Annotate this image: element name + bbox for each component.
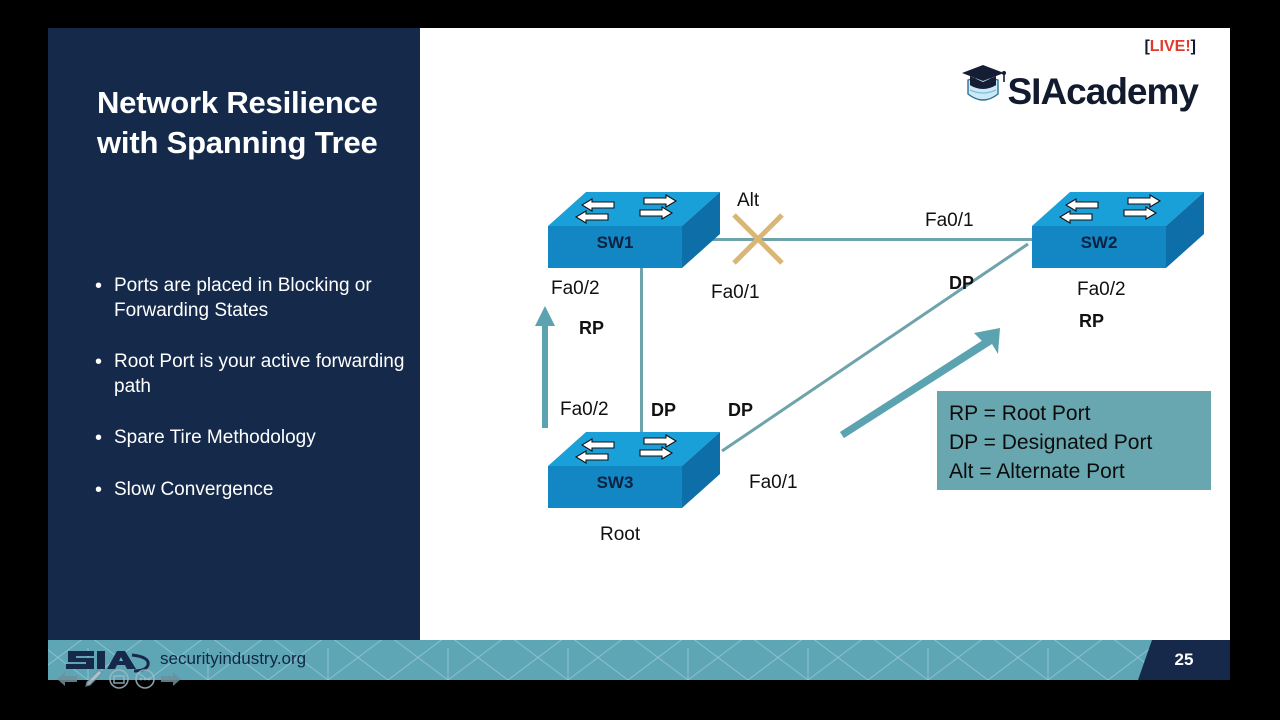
- list-item: • Ports are placed in Blocking or Forwar…: [90, 273, 412, 323]
- switch-sw1-label: SW1: [596, 233, 634, 252]
- legend-item-alt: Alt = Alternate Port: [949, 460, 1125, 484]
- bracket-close: ]: [1190, 38, 1196, 55]
- slide: Network Resilience with Spanning Tree • …: [48, 28, 1230, 680]
- presentation-nav-controls[interactable]: [56, 666, 181, 692]
- list-item-label: Ports are placed in Blocking or Forwardi…: [114, 275, 372, 322]
- legend-item-rp: RP = Root Port: [949, 402, 1091, 425]
- list-item: • Spare Tire Methodology: [90, 425, 412, 451]
- logo-wordmark: SIAcademy: [1007, 71, 1199, 112]
- legend-box: RP = Root Port DP = Designated Port Alt …: [937, 391, 1211, 490]
- bracket-open: [: [1144, 38, 1150, 55]
- sia-logo-icon: [64, 645, 156, 675]
- live-badge-label: LIVE!: [1149, 38, 1191, 55]
- label-sw3-fa01: Fa0/1: [749, 472, 798, 493]
- switch-sw3-role-label: Root: [600, 524, 641, 545]
- graduation-cap-shield-icon: [960, 60, 1006, 110]
- label-sw3-dp-right: DP: [728, 400, 754, 420]
- next-slide-icon[interactable]: [160, 668, 182, 690]
- footer-url: securityindustry.org: [160, 649, 307, 668]
- slide-view-icon[interactable]: [108, 668, 130, 690]
- root-port-path-arrow-diagonal: [840, 328, 1000, 438]
- link-sw1-sw2: [632, 238, 1032, 241]
- label-sw3-dp-left: DP: [651, 400, 677, 420]
- legend-item-dp: DP = Designated Port: [949, 431, 1153, 455]
- bullet-dot-icon: •: [95, 351, 103, 374]
- pen-icon[interactable]: [82, 668, 104, 690]
- switch-sw1[interactable]: SW1: [548, 186, 720, 271]
- label-sw2-dp: DP: [949, 273, 975, 293]
- list-item: • Root Port is your active forwarding pa…: [90, 349, 412, 399]
- x-blocked-link-icon: [730, 211, 786, 267]
- list-item-label: Slow Convergence: [114, 479, 274, 501]
- label-sw1-fa01: Fa0/1: [711, 282, 760, 303]
- bullet-dot-icon: •: [95, 275, 103, 297]
- previous-slide-icon[interactable]: [56, 668, 78, 690]
- label-sw2-fa01: Fa0/1: [925, 210, 974, 231]
- switch-sw3-label: SW3: [596, 473, 634, 492]
- switch-sw3[interactable]: SW3: [548, 426, 720, 511]
- page-number-badge: 25: [1138, 640, 1230, 680]
- slide-footer: securityindustry.org 25: [48, 640, 1230, 680]
- label-sw2-rp: RP: [1079, 311, 1105, 331]
- list-item: • Slow Convergence: [90, 477, 412, 503]
- label-sw1-rp: RP: [579, 318, 605, 338]
- switch-sw2-label: SW2: [1080, 233, 1118, 252]
- link-sw3-sw2: [710, 238, 1040, 453]
- bullet-dot-icon: •: [95, 427, 103, 450]
- bullet-list: • Ports are placed in Blocking or Forwar…: [90, 273, 412, 529]
- link-sw1-sw3: [640, 243, 643, 439]
- label-sw1-fa02: Fa0/2: [551, 278, 600, 299]
- live-badge: [LIVE!]: [1144, 38, 1196, 56]
- label-sw3-fa02: Fa0/2: [560, 399, 609, 420]
- label-sw1-alt: Alt: [737, 190, 760, 211]
- slide-sidebar: Network Resilience with Spanning Tree • …: [48, 28, 420, 640]
- list-item-label: Spare Tire Methodology: [114, 427, 316, 449]
- switch-sw2[interactable]: SW2: [1032, 186, 1204, 271]
- more-options-icon[interactable]: [134, 668, 156, 690]
- list-item-label: Root Port is your active forwarding path: [114, 351, 405, 398]
- bullet-dot-icon: •: [95, 479, 103, 502]
- siacademy-logo: SIAcademy [LIVE!]: [960, 38, 1199, 112]
- root-port-path-arrow-vertical: [534, 306, 556, 428]
- slide-content: SIAcademy [LIVE!]: [420, 28, 1230, 640]
- page-title: Network Resilience with Spanning Tree: [97, 85, 378, 160]
- label-sw2-fa02: Fa0/2: [1077, 279, 1126, 300]
